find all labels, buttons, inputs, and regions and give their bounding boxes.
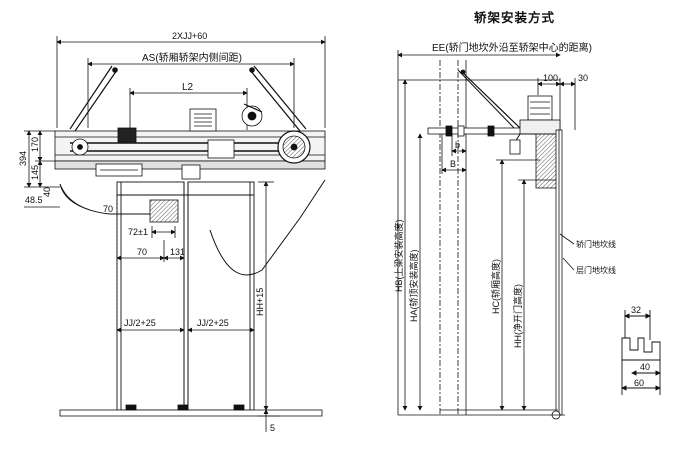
lock-bracket [149, 199, 179, 223]
sill-profile-detail [621, 310, 661, 395]
dim-ee [397, 50, 561, 415]
label-jj-left: JJ/2+25 [124, 318, 156, 328]
dim-as [87, 58, 295, 128]
label-jj-right: JJ/2+25 [197, 318, 229, 328]
label-2xjj: 2XJJ+60 [172, 31, 207, 41]
label-detail-32: 32 [631, 305, 641, 315]
label-100: 100 [543, 73, 558, 83]
label-car-sill: 轿门地坎线 [576, 239, 616, 249]
dim-hb-ha [398, 79, 560, 411]
dim-left-stack [24, 130, 60, 208]
side-view [397, 50, 576, 420]
label-ee: EE(轿门地坎外沿至轿架中心的距离) [432, 41, 592, 54]
label-detail-60: 60 [634, 378, 644, 388]
drawing-title: 轿架安装方式 [474, 10, 555, 25]
label-394: 394 [18, 151, 28, 166]
label-5: 5 [270, 423, 275, 433]
label-hh: HH(净开门高度) [512, 284, 523, 348]
label-l2: L2 [182, 82, 194, 93]
hoistway-column [439, 60, 467, 415]
label-hc: HC(轿厢高度) [490, 259, 501, 314]
cable-curve [209, 179, 326, 276]
label-30: 30 [578, 73, 588, 83]
label-40: 40 [42, 187, 52, 197]
motor [189, 108, 217, 132]
dim-hh15 [258, 181, 274, 411]
label-ha: HA(轿顶安装高度) [408, 250, 419, 323]
label-70b: 70 [137, 247, 147, 257]
dim-5 [258, 409, 280, 432]
label-72: 72±1 [128, 227, 148, 237]
idler-pulley [71, 138, 89, 156]
label-70a: 70 [103, 204, 113, 214]
label-145: 145 [30, 165, 40, 180]
drive-pulley [277, 130, 311, 164]
door-panels [116, 181, 255, 411]
label-b-large: B [450, 159, 456, 169]
label-hb: HB(上梁安装高度) [393, 220, 404, 293]
dim-72 [151, 226, 176, 238]
door-hangers [95, 127, 235, 180]
tension-gear [241, 103, 263, 127]
label-48-5: 48.5 [25, 195, 43, 205]
side-rod [461, 71, 521, 129]
side-motor [519, 95, 561, 189]
label-131: 131 [170, 247, 185, 257]
suspension-rods [69, 65, 307, 132]
label-hh15: HH+15 [255, 288, 265, 316]
dim-hc-hh [496, 159, 556, 411]
dim-top-width [56, 36, 326, 128]
dim-70-131 [116, 240, 185, 262]
label-as: AS(轿厢轿架内侧间距) [142, 51, 242, 64]
dim-l2 [129, 88, 248, 130]
side-header [427, 125, 525, 137]
bottom-sill [59, 404, 323, 417]
label-170: 170 [30, 137, 40, 152]
dim-b [441, 134, 467, 174]
label-detail-40: 40 [640, 362, 650, 372]
front-view [24, 36, 326, 432]
label-b-small: b [455, 140, 460, 150]
label-landing-sill: 层门地坎线 [576, 265, 616, 275]
